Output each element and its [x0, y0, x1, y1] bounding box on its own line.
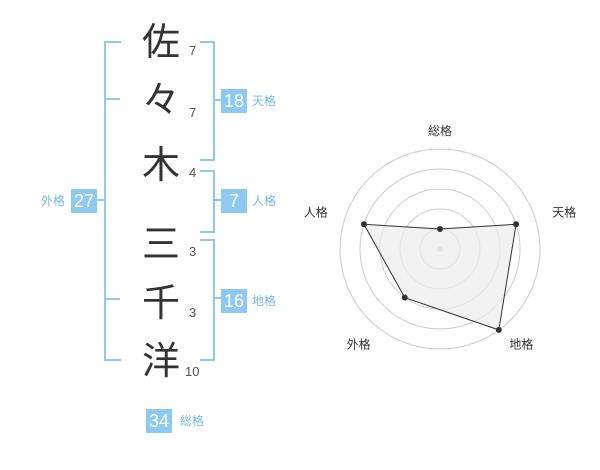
name-char-6: 洋: [141, 339, 180, 383]
gaikaku-tick-1: [104, 98, 120, 100]
stroke-count-2: 7: [189, 105, 197, 120]
radar-point-4: [401, 294, 408, 301]
radar-point-5: [360, 221, 367, 228]
jinkaku-connector: [213, 199, 221, 201]
name-char-1: 佐: [141, 20, 180, 64]
gaikaku-connector: [97, 199, 105, 201]
soukaku-label: 総格: [180, 414, 205, 428]
stroke-count-1: 7: [189, 43, 197, 58]
chikaku-value-badge: 16: [221, 289, 248, 313]
name-char-3: 木: [141, 143, 180, 187]
radar-point-2: [513, 221, 520, 228]
radar-point-1: [437, 226, 443, 232]
gaikaku-bracket: [104, 41, 121, 361]
tenkaku-label: 天格: [252, 94, 277, 108]
stroke-count-6: 10: [185, 364, 200, 379]
chikaku-bracket: [200, 239, 215, 361]
radar-ring-5: [339, 148, 541, 350]
tenkaku-connector: [213, 99, 221, 101]
jinkaku-bracket: [200, 170, 215, 233]
radar-axis-label-4: 外格: [347, 336, 371, 351]
soukaku-value-badge: 34: [146, 409, 173, 433]
gaikaku-tick-2: [104, 298, 120, 300]
gaikaku-label: 外格: [41, 194, 66, 208]
jinkaku-label: 人格: [252, 194, 277, 208]
radar-point-3: [495, 326, 502, 333]
jinkaku-value-badge: 7: [221, 189, 247, 213]
stroke-count-5: 3: [189, 305, 197, 320]
tenkaku-value-badge: 18: [221, 89, 248, 113]
radar-axis-label-5: 人格: [304, 205, 328, 220]
stroke-count-3: 4: [189, 165, 197, 180]
radar-axis-label-1: 総格: [428, 123, 452, 138]
radar-axis-label-2: 天格: [552, 205, 576, 220]
tenkaku-bracket: [200, 41, 215, 161]
radar-value-polygon: [363, 223, 517, 331]
name-char-2: 々: [141, 78, 180, 122]
radar-ring-4: [359, 168, 521, 330]
radar-axis-label-3: 地格: [509, 336, 533, 351]
name-char-4: 三: [141, 222, 180, 266]
name-char-5: 千: [141, 281, 180, 325]
gaikaku-value-badge: 27: [71, 189, 98, 213]
chikaku-connector: [213, 297, 221, 299]
stroke-count-4: 3: [189, 244, 197, 259]
chikaku-label: 地格: [252, 294, 277, 308]
